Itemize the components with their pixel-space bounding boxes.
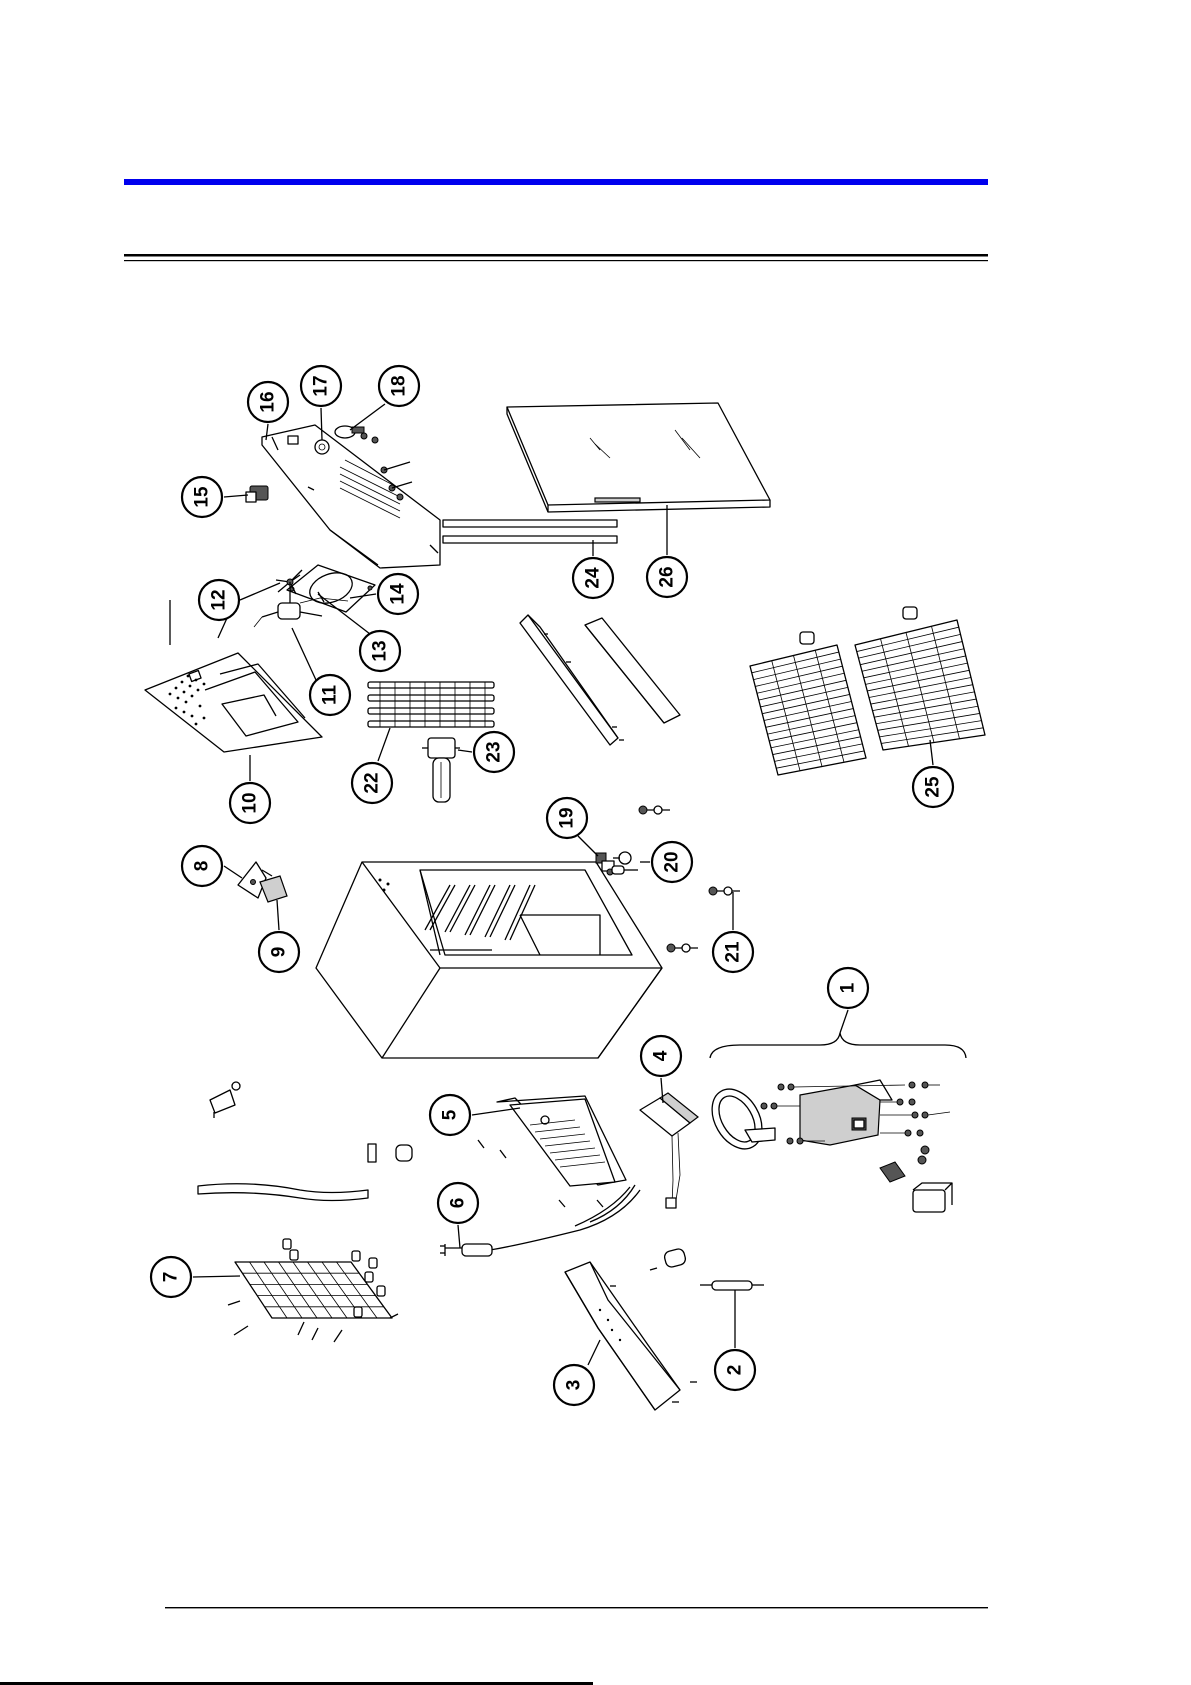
leader-line-5 [472, 1108, 520, 1115]
callout-number: 12 [209, 589, 230, 610]
callout-10: 10 [230, 755, 270, 823]
callout-24: 24 [573, 540, 613, 598]
callout-11: 11 [292, 628, 350, 715]
callout-number: 11 [320, 685, 341, 706]
leader-line-3 [588, 1340, 600, 1365]
callout-16: 16 [248, 382, 288, 440]
callout-number: 13 [370, 640, 391, 661]
leader-line-8 [224, 866, 242, 878]
callout-number: 22 [362, 772, 383, 793]
callout-number: 8 [192, 861, 213, 872]
callout-26: 26 [647, 505, 687, 597]
cabinet-body [316, 862, 662, 1058]
callout-2: 2 [715, 1290, 755, 1390]
part-15-bracket [246, 486, 268, 502]
callout-number: 15 [192, 486, 213, 508]
part-23-lamp-socket [422, 738, 460, 802]
callout-number: 3 [564, 1380, 585, 1391]
leader-line-19 [578, 836, 598, 856]
callout-9: 9 [259, 900, 299, 972]
callout-18: 18 [350, 366, 419, 430]
part-25-wire-shelves [750, 607, 985, 775]
part-22-shelf-rails [368, 682, 494, 727]
page-header-rules [124, 179, 988, 261]
leader-line-6 [458, 1225, 460, 1248]
callout-number: 2 [725, 1365, 746, 1376]
part-10-evaporator-plate [145, 600, 322, 752]
callout-number: 5 [440, 1109, 461, 1120]
callout-20: 20 [640, 842, 692, 882]
page-footer-rules [0, 1607, 988, 1685]
leader-line-23 [458, 750, 472, 752]
screw-top-right [639, 806, 670, 814]
callout-4: 4 [641, 1036, 681, 1103]
callout-number: 24 [583, 567, 604, 589]
callout-number: 17 [311, 375, 332, 396]
callout-number: 9 [269, 947, 290, 958]
drain-bracket-parts [198, 1082, 412, 1201]
leader-line-15 [224, 495, 248, 497]
callout-number: 23 [484, 741, 505, 762]
callout-3: 3 [554, 1340, 600, 1405]
leader-line-9 [277, 900, 279, 930]
leader-line-22 [378, 728, 390, 761]
header-double-rule-bottom [124, 260, 988, 261]
callout-number: 19 [557, 807, 578, 828]
part-4-relay [640, 1093, 698, 1208]
callout-21: 21 [713, 892, 753, 972]
callout-number: 1 [838, 982, 859, 993]
callout-number: 6 [448, 1198, 469, 1209]
callout-1: 1 [828, 968, 868, 1033]
callout-number: 26 [657, 566, 678, 587]
part-16-rear-top-panel [262, 425, 440, 568]
leader-line-25 [930, 740, 933, 765]
callout-number: 18 [389, 375, 410, 396]
callout-8: 8 [182, 846, 242, 886]
leader-line-18 [350, 404, 385, 430]
callout-23: 23 [458, 732, 514, 772]
header-double-rule-top [124, 254, 988, 257]
part-20-lamp-bulb [612, 852, 638, 874]
callout-6: 6 [438, 1183, 478, 1248]
leader-line-1 [840, 1010, 848, 1033]
leader-line-7 [193, 1276, 240, 1277]
callout-15: 15 [182, 477, 248, 517]
part-5-back-cover [478, 1096, 626, 1207]
callout-number: 21 [723, 941, 744, 963]
callout-7: 7 [151, 1257, 240, 1297]
leader-line-11 [292, 628, 316, 680]
callout-number: 25 [923, 776, 944, 798]
part-7-condenser [228, 1239, 398, 1342]
callout-number: 4 [651, 1050, 672, 1061]
footer-rule [165, 1607, 988, 1608]
callout-12: 12 [199, 580, 280, 620]
callout-number: 20 [662, 851, 683, 872]
part-17-grommet [315, 440, 329, 454]
leader-line-12 [240, 583, 280, 600]
callout-number: 10 [240, 792, 261, 813]
part-8-hinge [238, 862, 266, 898]
callout-number: 14 [388, 583, 409, 605]
callout-22: 22 [352, 728, 392, 803]
callout-number: 7 [161, 1272, 182, 1283]
callout-25: 25 [913, 740, 953, 807]
header-blue-rule [124, 179, 988, 185]
callout-number: 16 [258, 391, 279, 412]
part-2-filter-drier [700, 1281, 764, 1290]
part-1-compressor-assembly [702, 1033, 966, 1212]
callout-19: 19 [547, 798, 598, 856]
part-26-glass-door [507, 403, 770, 512]
